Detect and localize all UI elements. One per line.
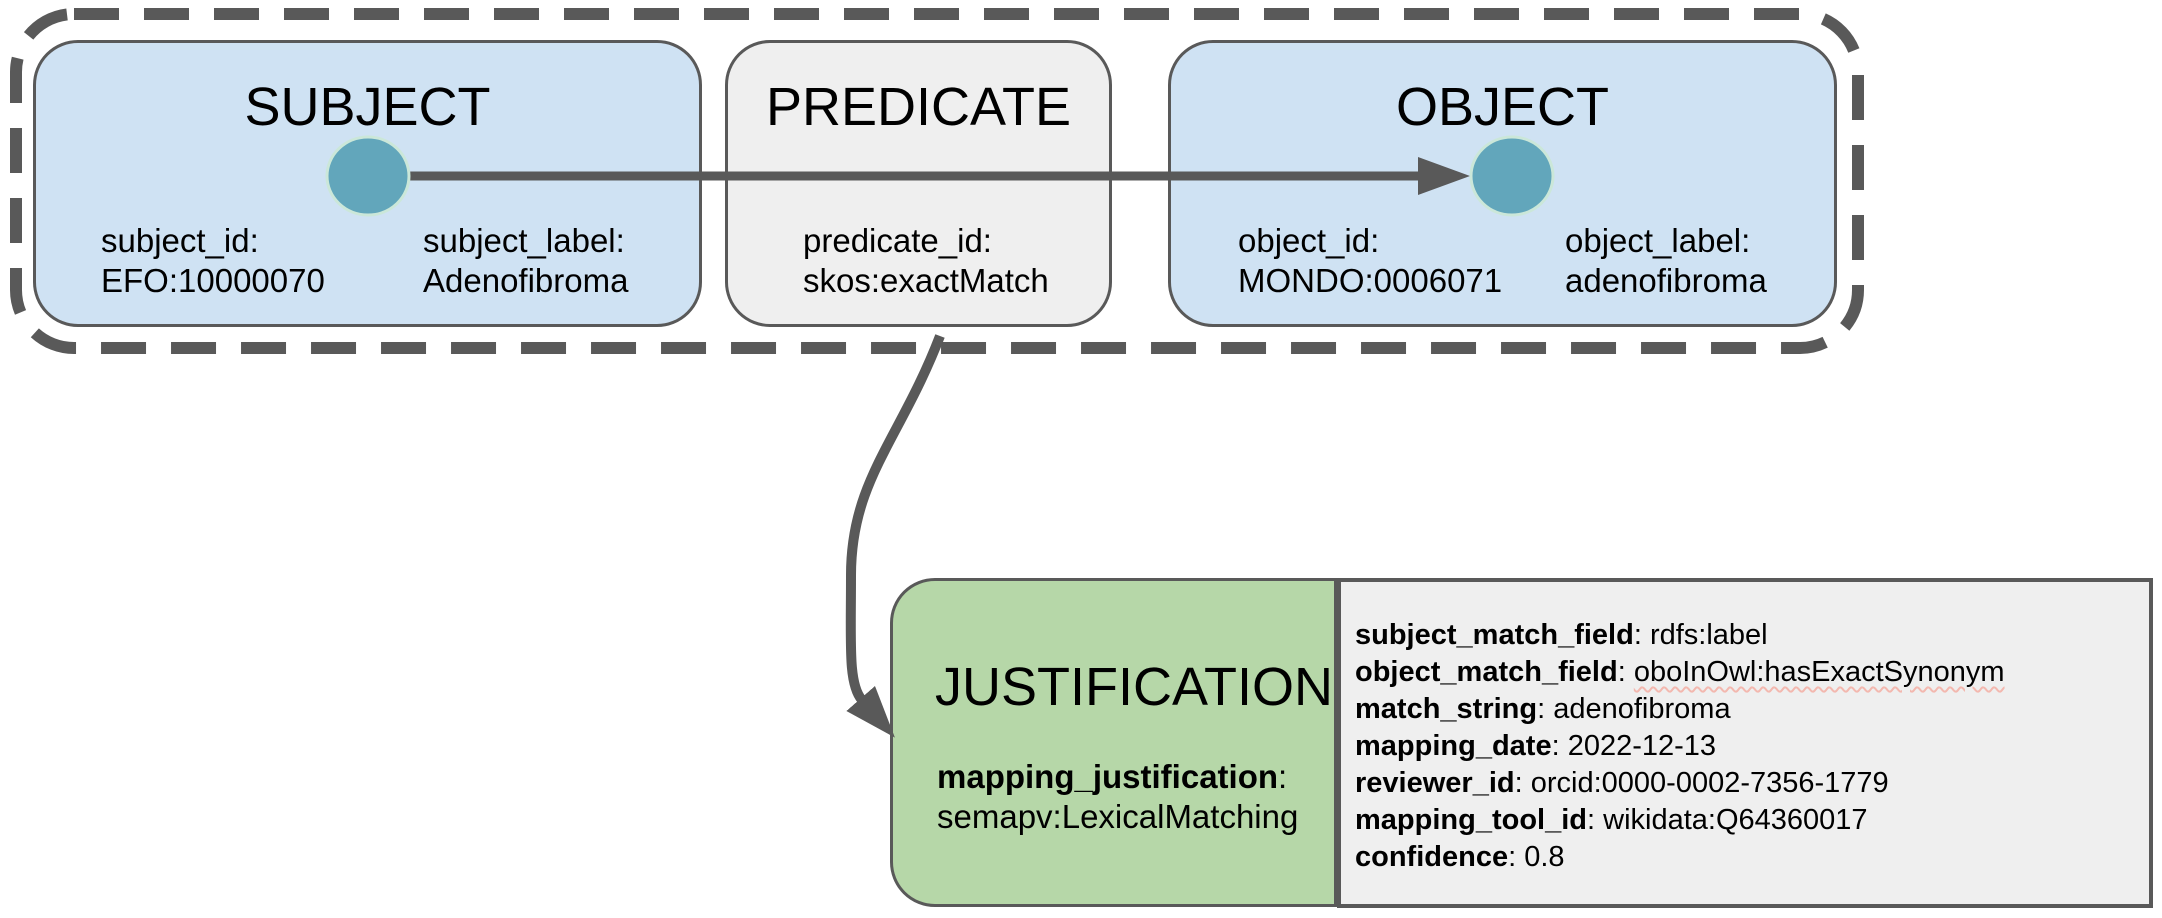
subject-match-field-value: rdfs:label (1649, 619, 1768, 651)
separator: : (1514, 767, 1531, 799)
mapping-tool-id-key: mapping_tool_id (1355, 804, 1587, 836)
object-card-title: OBJECT (1395, 77, 1610, 137)
mapping-date-key: mapping_date (1355, 730, 1552, 762)
subject-card-title: SUBJECT (244, 77, 491, 137)
subject-id-value: EFO:10000070 (101, 262, 325, 299)
separator: : (1508, 841, 1525, 873)
object-match-field-value: oboInOwl:hasExactSynonym (1633, 656, 2005, 688)
justification-card-title: JUSTIFICATION (935, 657, 1333, 717)
mapping-justification-field: mapping_justification: semapv:LexicalMat… (937, 757, 1298, 837)
confidence-value: 0.8 (1524, 841, 1565, 873)
object-id-field: object_id: MONDO:0006071 (1238, 221, 1502, 301)
separator: : (1587, 804, 1604, 836)
mapping-tool-id-row: mapping_tool_id: wikidata:Q64360017 (1355, 802, 2139, 839)
object-match-field-key: object_match_field (1355, 656, 1618, 688)
object-label-label: object_label: (1565, 222, 1751, 259)
object-match-field-row: object_match_field: oboInOwl:hasExactSyn… (1355, 654, 2139, 691)
subject-label-label: subject_label: (423, 222, 625, 259)
mapping-date-value: 2022-12-13 (1567, 730, 1717, 762)
confidence-row: confidence: 0.8 (1355, 839, 2139, 876)
predicate-id-value: skos:exactMatch (803, 262, 1049, 299)
subject-label-value: Adenofibroma (423, 262, 629, 299)
subject-id-field: subject_id: EFO:10000070 (101, 221, 325, 301)
subject-match-field-row: subject_match_field: rdfs:label (1355, 617, 2139, 654)
object-card: OBJECT object_id: MONDO:0006071 object_l… (1168, 40, 1837, 327)
object-id-label: object_id: (1238, 222, 1380, 259)
reviewer-id-value: orcid:0000-0002-7356-1779 (1530, 767, 1889, 799)
mapping-justification-separator: : (1278, 758, 1288, 795)
match-string-key: match_string (1355, 693, 1538, 725)
predicate-id-field: predicate_id: skos:exactMatch (803, 221, 1049, 301)
mapping-metadata-panel: subject_match_field: rdfs:label object_m… (1337, 578, 2153, 908)
subject-id-label: subject_id: (101, 222, 259, 259)
predicate-card: PREDICATE predicate_id: skos:exactMatch (725, 40, 1112, 327)
justification-card: JUSTIFICATION mapping_justification: sem… (890, 578, 1337, 907)
predicate-id-label: predicate_id: (803, 222, 992, 259)
separator: : (1537, 693, 1554, 725)
separator: : (1633, 619, 1650, 651)
confidence-key: confidence (1355, 841, 1509, 873)
subject-match-field-key: subject_match_field (1355, 619, 1634, 651)
match-string-value: adenofibroma (1553, 693, 1731, 725)
reviewer-id-row: reviewer_id: orcid:0000-0002-7356-1779 (1355, 765, 2139, 802)
object-label-value: adenofibroma (1565, 262, 1767, 299)
reviewer-id-key: reviewer_id (1355, 767, 1515, 799)
mapping-justification-key-line: mapping_justification: (937, 757, 1298, 797)
mapping-tool-id-value: wikidata:Q64360017 (1603, 804, 1868, 836)
subject-card: SUBJECT subject_id: EFO:10000070 subject… (33, 40, 702, 327)
object-id-value: MONDO:0006071 (1238, 262, 1503, 299)
object-label-field: object_label: adenofibroma (1565, 221, 1767, 301)
mapping-justification-key: mapping_justification (937, 758, 1279, 795)
separator: : (1617, 656, 1634, 688)
match-string-row: match_string: adenofibroma (1355, 691, 2139, 728)
predicate-card-title: PREDICATE (765, 77, 1072, 137)
separator: : (1551, 730, 1568, 762)
mapping-justification-value: semapv:LexicalMatching (937, 798, 1299, 835)
mapping-date-row: mapping_date: 2022-12-13 (1355, 728, 2139, 765)
subject-label-field: subject_label: Adenofibroma (423, 221, 628, 301)
